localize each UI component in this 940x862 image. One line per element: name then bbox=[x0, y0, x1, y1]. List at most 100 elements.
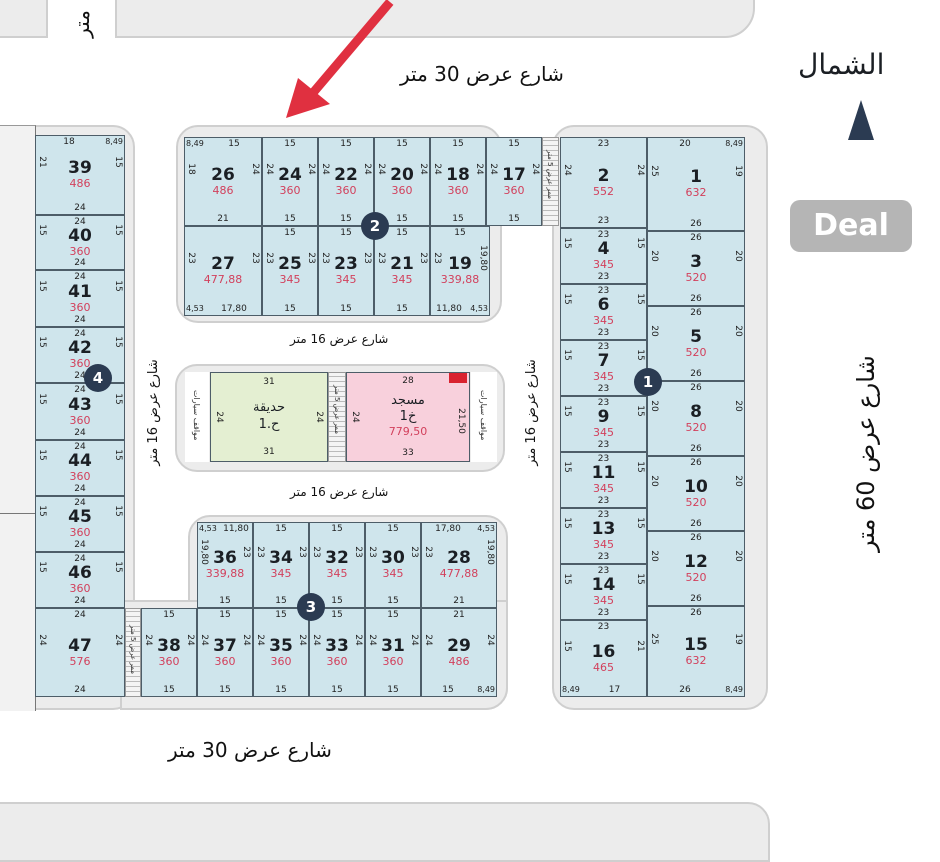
plot-number: 43 bbox=[68, 394, 92, 415]
plot-dim-left: 23 bbox=[255, 546, 265, 558]
plot-dim-bottom: 24 bbox=[74, 371, 86, 381]
plot-dim-left: 20 bbox=[649, 549, 659, 562]
parking-left-label: مواقف سيارات bbox=[192, 390, 201, 441]
plot-dim-right: 24 bbox=[250, 162, 260, 175]
plot-dim-bottom: 24 bbox=[74, 315, 86, 325]
plot-number: 5 bbox=[690, 326, 702, 347]
block-marker-3[interactable]: 3 bbox=[297, 593, 325, 621]
plot-area: 520 bbox=[685, 570, 707, 584]
mosque-plot[interactable]: مسجد خ1 779,50 28 21,50 33 24 bbox=[346, 372, 470, 462]
plot-dim-left: 24 bbox=[143, 633, 153, 646]
plot-dim-top: 15 bbox=[387, 610, 399, 620]
plot-number: 35 bbox=[269, 635, 293, 656]
plot-dim-right: 20 bbox=[733, 399, 743, 412]
plot-area: 360 bbox=[382, 654, 404, 668]
block-marker-1[interactable]: 1 bbox=[634, 368, 662, 396]
plot-dim-left: 15 bbox=[37, 561, 47, 573]
plot-area: 345 bbox=[593, 538, 614, 551]
plot-number: 46 bbox=[68, 563, 92, 583]
plot-dim-bottom: 24 bbox=[74, 596, 86, 606]
plot-dim-left: 24 bbox=[367, 633, 377, 646]
plot-corner-dim: 8,49 bbox=[477, 685, 495, 694]
plot-number: 13 bbox=[591, 519, 616, 539]
plot-area: 345 bbox=[593, 482, 614, 495]
plot-dim-bottom: 15 bbox=[219, 685, 231, 695]
plot-dim-top: 15 bbox=[340, 228, 352, 238]
plot-number: 36 bbox=[213, 548, 237, 568]
plot-dim-top: 15 bbox=[452, 139, 464, 149]
plot-dim-right: 23 bbox=[297, 546, 307, 558]
park-plot[interactable]: حديقة ح.1 31 24 31 24 bbox=[210, 372, 328, 462]
plot-dim-right: 24 bbox=[530, 162, 540, 175]
plot-area: 360 bbox=[69, 413, 91, 427]
block-marker-4[interactable]: 4 bbox=[84, 364, 112, 392]
street-top-left-fragment: متر bbox=[69, 10, 94, 38]
plot-dim-right: 19 bbox=[733, 165, 743, 177]
mosque-dim-bottom: 33 bbox=[402, 448, 414, 458]
plot-dim-left: 20 bbox=[649, 474, 659, 487]
plot-dim-left: 24 bbox=[423, 633, 433, 646]
plot-dim-left: 24 bbox=[432, 162, 442, 175]
plot-area: 486 bbox=[448, 654, 470, 668]
plot-dim-right: 19 bbox=[733, 632, 743, 645]
plot-dim-left: 23 bbox=[264, 252, 274, 264]
plot-dim-left: 20 bbox=[649, 324, 659, 337]
plot-dim-top: 15 bbox=[454, 228, 466, 238]
street-right-label: شارع عرض 60 متر bbox=[852, 355, 880, 552]
plot-dim-bottom: 24 bbox=[74, 540, 86, 550]
plot-area: 486 bbox=[69, 177, 91, 190]
plot-dim-right: 23 bbox=[306, 252, 316, 264]
watermark: Deal bbox=[790, 200, 912, 252]
block-marker-2[interactable]: 2 bbox=[361, 212, 389, 240]
park-code: ح.1 bbox=[258, 417, 280, 432]
plot-dim-left: 25 bbox=[649, 632, 659, 645]
plot-dim-top: 15 bbox=[396, 228, 408, 238]
